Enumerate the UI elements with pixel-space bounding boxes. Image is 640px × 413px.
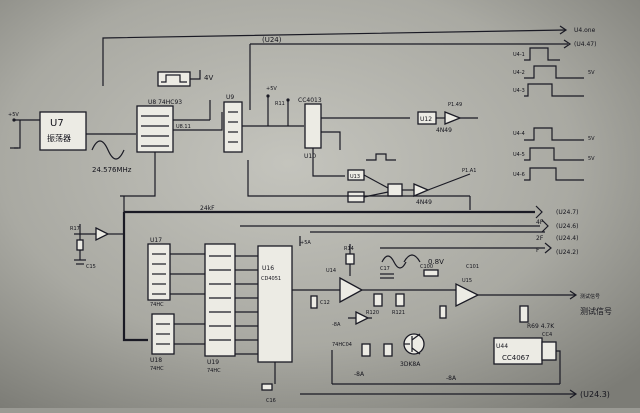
svg-text:74HC04: 74HC04 <box>332 342 352 348</box>
svg-text:U8.11: U8.11 <box>176 124 191 130</box>
u15-amplifier: U15 测试信号 C100 C101 <box>420 264 600 319</box>
svg-text:24.576MHz: 24.576MHz <box>92 166 132 174</box>
svg-text:U12: U12 <box>420 116 432 123</box>
svg-text:U9: U9 <box>226 94 234 101</box>
svg-text:(U24.7): (U24.7) <box>556 209 578 216</box>
svg-text:CC4: CC4 <box>542 332 552 338</box>
svg-text:(U24.2): (U24.2) <box>556 249 578 256</box>
svg-text:U4-5: U4-5 <box>513 152 525 158</box>
svg-text:振荡器: 振荡器 <box>47 133 71 143</box>
svg-text:U44: U44 <box>496 343 508 350</box>
svg-text:U13: U13 <box>350 174 360 180</box>
svg-text:74HC: 74HC <box>150 302 164 308</box>
svg-text:U16: U16 <box>262 265 274 272</box>
svg-text:(U24): (U24) <box>262 36 282 44</box>
svg-text:4N49: 4N49 <box>416 199 432 206</box>
svg-text:+5V: +5V <box>266 86 277 92</box>
timing-waveforms: U4-1 U4-2 U4-3 U4-4 U4-5 U4-6 5V 5V 5V <box>513 47 595 181</box>
svg-text:C100: C100 <box>420 264 433 270</box>
svg-text:5V: 5V <box>588 136 595 142</box>
svg-text:CC4013: CC4013 <box>298 97 322 104</box>
top-bus-wires: U4.one (U4.47) (U24) <box>102 25 596 110</box>
u17-counter: U17 74HC <box>147 237 171 308</box>
left-input-stage: R17 C15 <box>70 224 124 270</box>
svg-text:测试信号: 测试信号 <box>580 306 612 316</box>
svg-text:C12: C12 <box>320 300 330 306</box>
svg-text:R121: R121 <box>392 310 405 316</box>
svg-text:U10: U10 <box>304 153 316 160</box>
svg-text:5V: 5V <box>588 70 595 76</box>
svg-text:2F: 2F <box>536 235 544 242</box>
svg-text:U4-2: U4-2 <box>513 70 525 76</box>
bottom-bus: (U24.3) <box>300 389 610 399</box>
svg-text:+5V: +5V <box>8 112 19 118</box>
svg-text:+5A: +5A <box>300 240 311 246</box>
svg-text:(U4.47): (U4.47) <box>574 41 596 48</box>
svg-text:(U24.6): (U24.6) <box>556 223 578 230</box>
u9-gate: U9 U8.11 <box>176 94 304 153</box>
svg-text:U8 74HC93: U8 74HC93 <box>148 99 182 106</box>
svg-text:U18: U18 <box>150 357 162 364</box>
svg-text:U4-4: U4-4 <box>513 131 525 137</box>
svg-text:(U24.4): (U24.4) <box>556 235 578 242</box>
svg-text:R120: R120 <box>366 310 379 316</box>
svg-text:C15: C15 <box>86 264 96 270</box>
svg-text:U14: U14 <box>326 268 336 274</box>
u19-counter: U19 74HC <box>170 243 236 374</box>
svg-text:-8A: -8A <box>354 371 365 378</box>
svg-text:4V: 4V <box>204 74 213 82</box>
u10-flipflop: CC4013 U10 R11 +5V <box>266 86 410 177</box>
svg-text:测试信号: 测试信号 <box>580 293 600 300</box>
u12-u13-gates: U12 4N49 P1.49 U13 P1.A1 4N49 <box>347 102 478 206</box>
svg-text:-8A: -8A <box>332 322 341 328</box>
svg-text:U4-1: U4-1 <box>513 52 525 58</box>
svg-text:24kF: 24kF <box>200 205 215 212</box>
svg-text:U7: U7 <box>50 118 64 129</box>
mid-bus: 24kF (U24.7) (U24.6) (U24.4) (U24.2) 4F … <box>122 160 578 342</box>
svg-text:(U24.3): (U24.3) <box>580 390 610 399</box>
svg-text:5V: 5V <box>588 156 595 162</box>
svg-text:R69 4.7K: R69 4.7K <box>527 323 555 330</box>
svg-text:C101: C101 <box>466 264 479 270</box>
transistor-stage: 3DK8A -8A -8A <box>331 333 560 385</box>
svg-text:R11: R11 <box>275 101 285 107</box>
svg-text:74HC: 74HC <box>150 366 164 372</box>
svg-text:U4-6: U4-6 <box>513 172 525 178</box>
opamp-stage: U14 R14 0.8V R120 R121 C17 -8A 74HC04 <box>326 244 456 348</box>
svg-text:R14: R14 <box>344 246 354 252</box>
svg-text:U4.one: U4.one <box>574 27 596 34</box>
svg-text:U17: U17 <box>150 237 162 244</box>
svg-text:P1.A1: P1.A1 <box>462 168 476 174</box>
svg-text:U15: U15 <box>462 278 472 284</box>
u7-oscillator: U7 振荡器 +5V 24.576MHz <box>8 111 136 174</box>
svg-text:C17: C17 <box>380 266 390 272</box>
svg-text:0.8V: 0.8V <box>428 258 444 266</box>
svg-text:P1.49: P1.49 <box>448 102 462 108</box>
svg-text:CC4067: CC4067 <box>502 354 530 362</box>
svg-text:4N49: 4N49 <box>436 127 452 134</box>
svg-text:U19: U19 <box>207 359 219 366</box>
svg-text:3DK8A: 3DK8A <box>400 361 421 368</box>
svg-text:C16: C16 <box>266 398 276 404</box>
svg-text:U4-3: U4-3 <box>513 88 525 94</box>
svg-text:-8A: -8A <box>446 375 457 382</box>
svg-text:R17: R17 <box>70 226 80 232</box>
u8-divider: U8 74HC93 4V <box>120 70 223 197</box>
svg-text:CD4051: CD4051 <box>261 276 281 282</box>
u16-mux: U16 CD4051 +5A C12 C16 <box>235 236 340 404</box>
svg-text:F: F <box>536 247 540 254</box>
svg-text:4F: 4F <box>536 219 544 226</box>
svg-text:74HC: 74HC <box>207 368 221 374</box>
u44-switch: U44 CC4067 R69 4.7K 测试信号 CC4 <box>493 305 612 384</box>
u18-counter: U18 74HC <box>150 313 175 372</box>
